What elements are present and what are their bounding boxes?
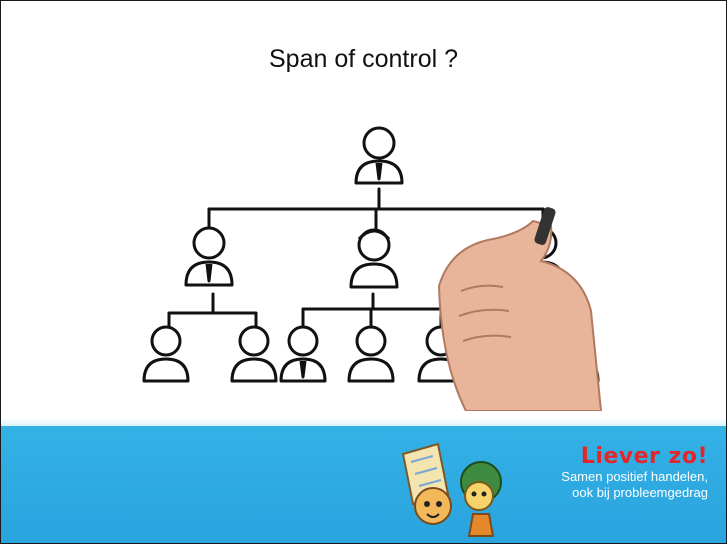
hand-illustration	[437, 207, 603, 411]
brand-subtitle-line2: ook bij probleemgedrag	[572, 485, 708, 500]
person-icon-top	[354, 126, 404, 185]
person-icon-employee-4	[347, 325, 395, 383]
connector-level2-center	[301, 292, 443, 331]
person-icon-employee-3	[279, 325, 327, 383]
person-icon-employee-2	[230, 325, 278, 383]
person-icon-employee-1	[142, 325, 190, 383]
connector-level2-left	[167, 292, 258, 331]
brand-block: Liever zo! Samen positief handelen, ook …	[561, 444, 708, 501]
footer-banner: Liever zo! Samen positief handelen, ook …	[1, 418, 726, 543]
person-icon-manager-left	[184, 226, 234, 287]
brand-title: Liever zo!	[580, 444, 708, 469]
brand-subtitle-line1: Samen positief handelen,	[561, 469, 708, 484]
person-icon-manager-center	[349, 228, 399, 289]
mascots-illustration	[401, 442, 502, 537]
org-chart-illustration	[142, 126, 603, 411]
slide-title: Span of control ?	[268, 45, 458, 73]
